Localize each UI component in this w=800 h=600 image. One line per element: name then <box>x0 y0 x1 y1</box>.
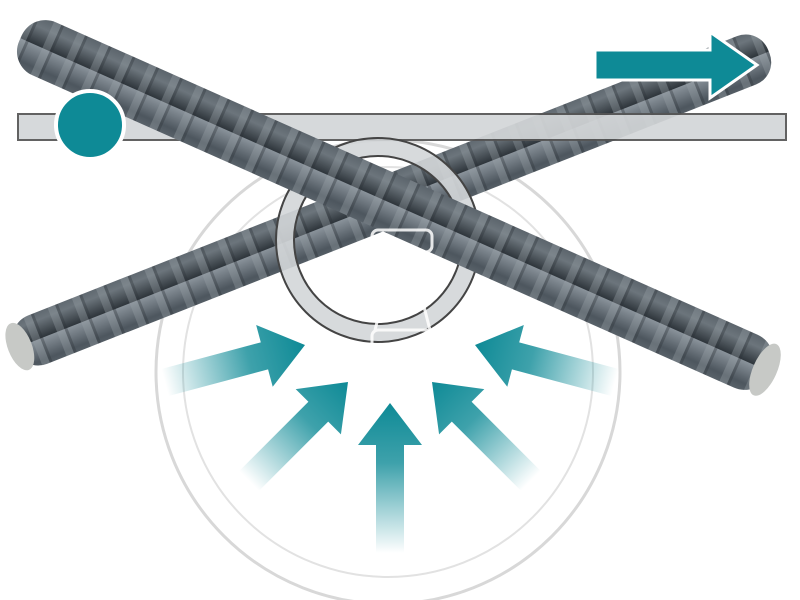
anchor-dot-icon <box>54 89 126 161</box>
rebar-falling <box>16 20 781 396</box>
pressure-arrow-icon <box>161 324 305 397</box>
pressure-arrow-icon <box>239 382 348 491</box>
clamp-symbol-icon <box>370 228 434 354</box>
pressure-arrow-icon <box>432 382 541 491</box>
pressure-arrows <box>161 324 619 553</box>
pressure-arrow-icon <box>475 324 619 397</box>
direction-arrow-icon <box>593 29 760 101</box>
pressure-arrow-icon <box>358 403 422 553</box>
